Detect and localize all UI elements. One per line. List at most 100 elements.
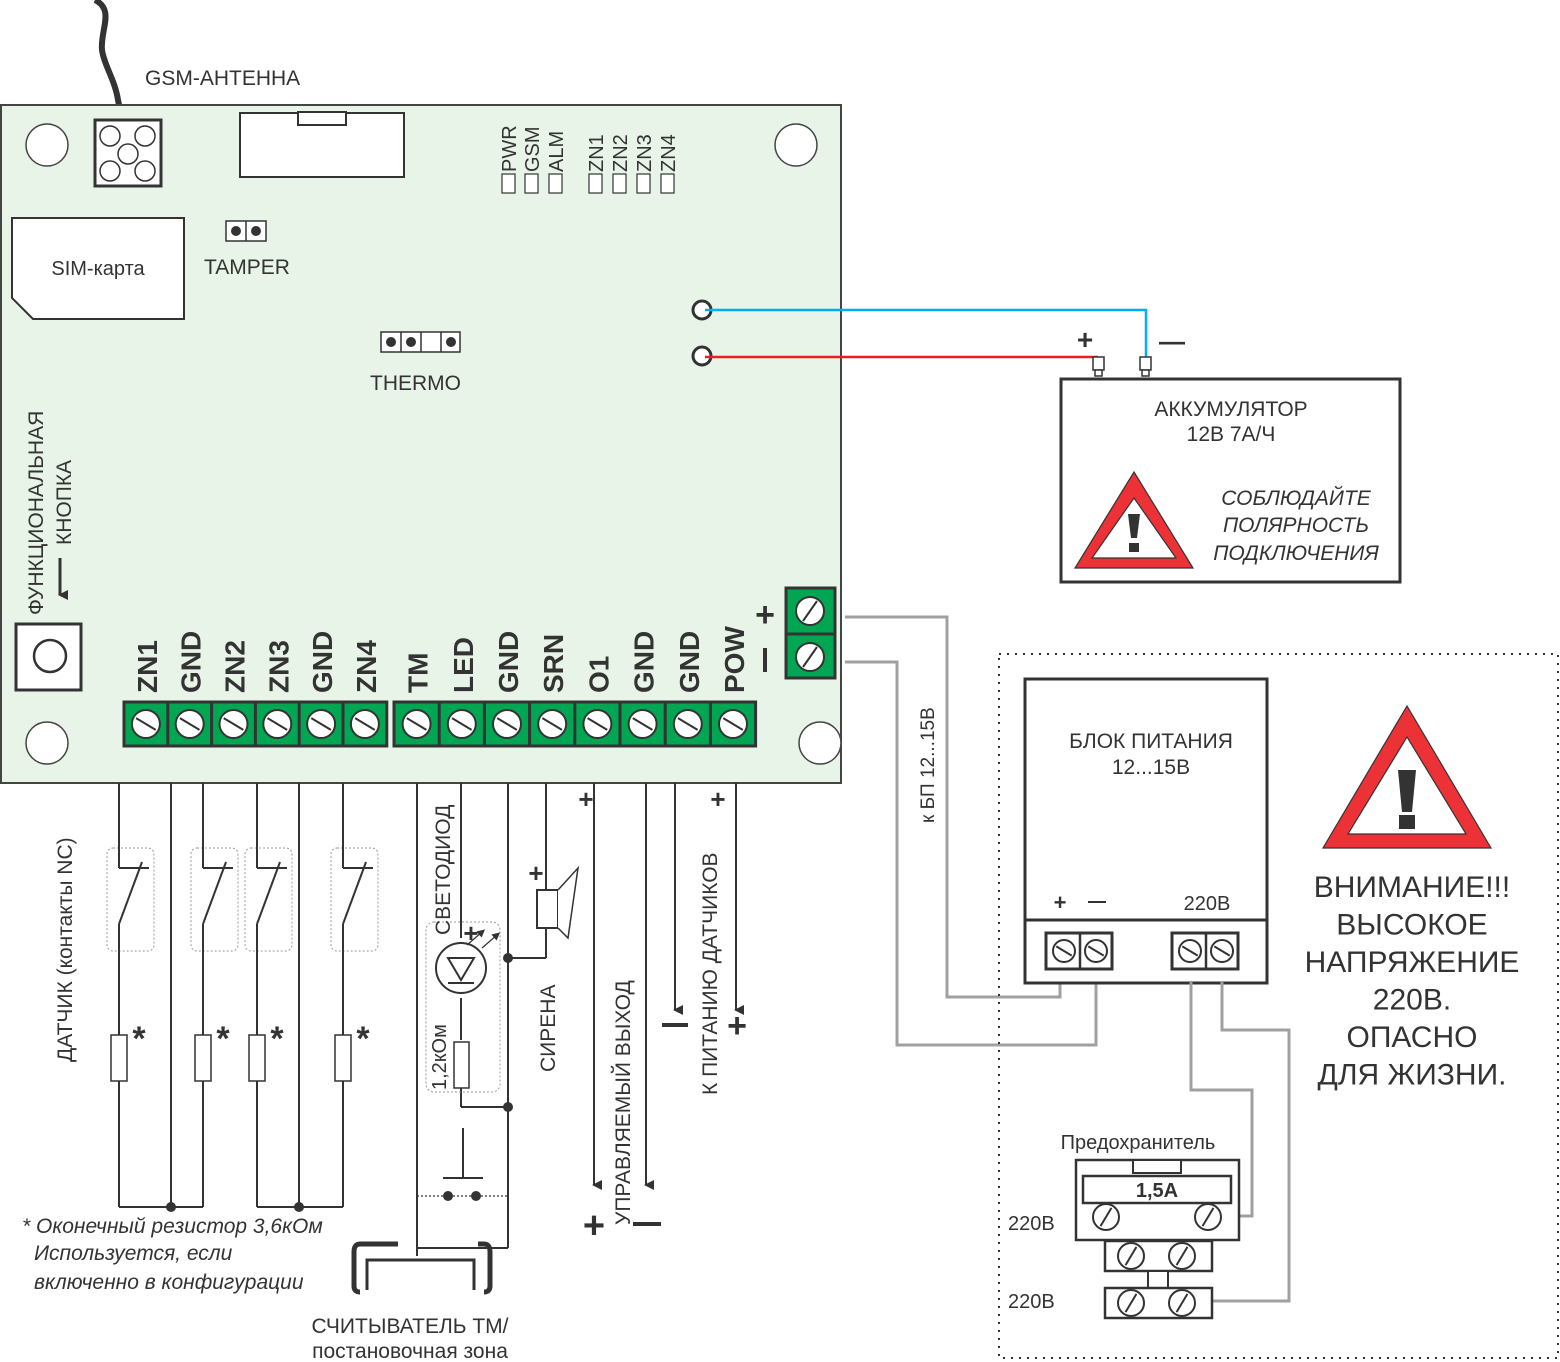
psu-minus-label — [1088, 901, 1106, 903]
antenna-label: GSM-АНТЕННА — [145, 67, 300, 90]
led-label: ZN4 — [658, 134, 680, 172]
danger-line: НАПРЯЖЕНИЕ — [1305, 946, 1520, 979]
led-label: ALM — [546, 131, 568, 172]
terminal-zn1[interactable] — [130, 709, 161, 739]
terminal-gnd[interactable] — [492, 709, 522, 739]
pow-plus-label: + — [710, 784, 725, 814]
sim-card-slot[interactable] — [11, 217, 185, 320]
danger-line: ДЛЯ ЖИЗНИ. — [1318, 1059, 1507, 1092]
terminal-zn3[interactable] — [262, 709, 293, 739]
gnd-wire — [119, 783, 203, 1212]
terminal-pow[interactable] — [718, 709, 748, 739]
battery-wire-minus — [705, 308, 1148, 358]
zone-sensors: * * * * — [106, 783, 379, 1212]
sim-label: SIM-карта — [51, 258, 145, 280]
resistor-mark: * — [132, 1020, 146, 1058]
terminal-label: GND — [629, 631, 660, 693]
warning-triangle-icon — [1073, 470, 1195, 569]
led-indicator-pwr: PWR — [499, 125, 521, 194]
zone-sensor: * — [106, 783, 155, 1207]
nc-contact-icon — [342, 861, 367, 925]
terminal-gnd[interactable] — [174, 709, 205, 739]
nc-contact-icon — [118, 861, 143, 925]
zone-sensor: * — [330, 783, 379, 1207]
mains-input-label: 220В — [1008, 1291, 1055, 1313]
danger-line: 220В. — [1373, 984, 1451, 1017]
mounting-hole — [798, 721, 842, 765]
terminal-label: ZN1 — [132, 640, 163, 693]
power-terminal[interactable] — [784, 586, 837, 680]
siren-plus-label: + — [528, 858, 543, 888]
reader-label-1: СЧИТЫВАТЕЛЬ ТМ/ — [311, 1315, 508, 1338]
terminal-gnd[interactable] — [672, 709, 703, 739]
psu-mains-terminals[interactable] — [1170, 931, 1240, 971]
led-label: ZN3 — [634, 134, 656, 172]
sensor-power-minus-label — [662, 1023, 688, 1027]
danger-line: ОПАСНО — [1347, 1021, 1478, 1054]
psu-wire-label: к БП 12...15В — [918, 707, 939, 823]
tm-reader-icon[interactable] — [351, 1241, 493, 1295]
led-indicator-zn2: ZN2 — [610, 134, 632, 194]
terminal-label: O1 — [583, 656, 614, 693]
led-label: ZN2 — [610, 134, 632, 172]
terminal-label: SRN — [538, 634, 569, 693]
gsm-module — [239, 111, 405, 178]
terminal-label: GND — [493, 631, 524, 693]
fuse-rating: 1,5А — [1136, 1180, 1178, 1202]
tamper-label: TAMPER — [204, 256, 290, 279]
fuse-label: Предохранитель — [1061, 1132, 1216, 1154]
controlled-output-label: УПРАВЛЯЕМЫЙ ВЫХОД — [611, 980, 635, 1225]
thermo-connector[interactable] — [380, 331, 461, 353]
terminal-label: ZN3 — [263, 640, 294, 693]
zone-sensor: * — [244, 783, 293, 1207]
resistor-mark: * — [216, 1020, 230, 1058]
terminal-gnd[interactable] — [627, 709, 658, 739]
o1-plus-label: + — [578, 784, 593, 814]
terminal-o1[interactable] — [582, 709, 613, 739]
terminal-zn2[interactable] — [218, 709, 249, 739]
sensor-outline — [106, 847, 155, 952]
sensor-label: ДАТЧИК (контакты NC) — [54, 837, 77, 1062]
terminal-led[interactable] — [446, 709, 477, 739]
led-label: ZN1 — [586, 134, 608, 172]
arming-contact — [471, 1191, 481, 1201]
resistor-mark: * — [356, 1020, 370, 1058]
nc-contact-icon — [256, 861, 281, 925]
junction-dot — [294, 1202, 304, 1212]
terminal-label: ZN2 — [220, 640, 251, 693]
led-label: PWR — [499, 125, 521, 172]
psu-wire-minus — [845, 660, 1098, 1047]
battery-terminal-minus — [1139, 356, 1152, 377]
danger-warning-text: ВНИМАНИЕ!!!ВЫСОКОЕНАПРЯЖЕНИЕ220В.ОПАСНОД… — [1305, 871, 1520, 1092]
battery-terminal-plus — [1092, 356, 1105, 377]
function-button[interactable] — [14, 622, 83, 692]
led-label: GSM — [522, 126, 544, 172]
output-minus-label — [633, 1222, 661, 1226]
junction-dot — [503, 1102, 513, 1112]
sensor-power-label: К ПИТАНИЮ ДАТЧИКОВ — [699, 852, 722, 1095]
tamper-jumper[interactable] — [225, 220, 267, 242]
sensor-power-plus-label: + — [727, 1007, 747, 1045]
mounting-hole — [774, 123, 818, 167]
terminal-zn4[interactable] — [349, 709, 380, 739]
mains-wire-1 — [1189, 982, 1254, 1218]
footnote-line: Используется, если — [34, 1242, 233, 1265]
danger-line: ВЫСОКОЕ — [1336, 909, 1487, 942]
terminal-tm[interactable] — [401, 709, 432, 739]
led-indicator-gsm: GSM — [522, 126, 544, 194]
fuse-screws — [1092, 1203, 1222, 1317]
zone-sensor: * — [190, 783, 239, 1207]
led-indicator-zn1: ZN1 — [586, 134, 608, 194]
terminal-gnd[interactable] — [306, 709, 337, 739]
led-resistor — [453, 1041, 470, 1089]
power-plus-label: + — [755, 596, 775, 634]
terminal-srn[interactable] — [537, 709, 568, 739]
psu-output-terminals[interactable] — [1044, 931, 1114, 971]
led-resistor-value: 1,2кОм — [429, 1024, 451, 1090]
mounting-hole — [25, 123, 69, 167]
nc-contact-icon — [202, 861, 227, 925]
led-indicator-zn3: ZN3 — [634, 134, 656, 194]
